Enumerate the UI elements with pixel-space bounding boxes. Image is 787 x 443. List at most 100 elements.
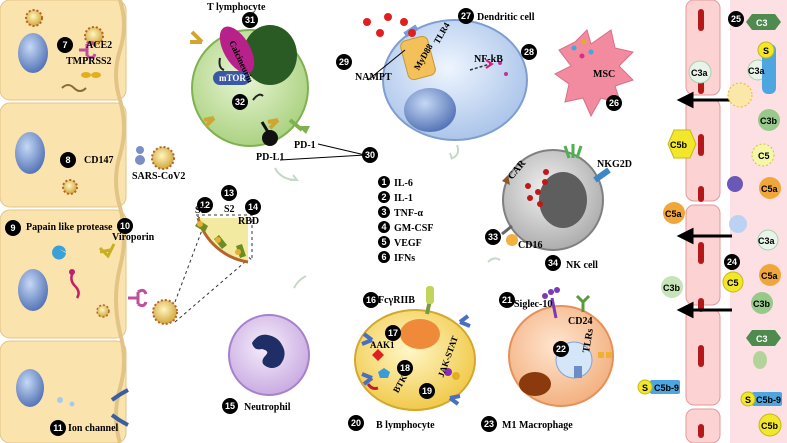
step-badge-23: 23 (481, 416, 497, 432)
c5b-label: C5b (670, 140, 688, 150)
step-badge-8: 8 (60, 152, 76, 168)
cd147-label: CD147 (84, 155, 113, 166)
cytokine-label: IL-1 (394, 193, 413, 204)
step-badge-21: 21 (499, 292, 515, 308)
c5-label: C5 (727, 278, 739, 288)
t-lymphocyte (190, 25, 310, 147)
cytokine-number: 1 (381, 177, 386, 187)
epithelial-cells (0, 0, 127, 443)
step-number: 10 (120, 221, 130, 231)
c5b9-label: C5b-9 (756, 395, 781, 405)
step-badge-27: 27 (458, 8, 474, 24)
siglec-label: Siglec-10 (514, 299, 552, 310)
tmprss2-protease (81, 72, 101, 78)
step-badge-12: 12 (197, 197, 213, 213)
step-number: 12 (200, 200, 210, 210)
cytokine-number: 2 (381, 192, 386, 202)
spike-s2-label: S2 (224, 204, 235, 215)
pdl1-label: PD-L1 (256, 152, 284, 163)
fcgr-label: FcγRIIB (378, 295, 415, 306)
c5a-label: C5a (761, 271, 779, 281)
c3-label: C3 (756, 18, 768, 28)
t-cell-nucleus (243, 25, 297, 85)
cytokine-label: VEGF (394, 238, 422, 249)
epithelial-nucleus (18, 269, 48, 311)
step-badge-34: 34 (545, 255, 561, 271)
s-label: S (763, 46, 769, 56)
step-number: 27 (461, 11, 471, 21)
cytokine-label: IL-6 (394, 178, 413, 189)
step-number: 14 (248, 202, 258, 212)
step-badge-11: 11 (50, 420, 66, 436)
step-badge-14: 14 (245, 199, 261, 215)
neutrophil (228, 314, 310, 396)
nampt-label: NAMPT (355, 72, 392, 83)
viroporin-label: Viroporin (112, 232, 155, 243)
step-badge-26: 26 (606, 95, 622, 111)
step-number: 18 (400, 363, 410, 373)
s-label: S (642, 383, 648, 393)
cytokine-item: 1 IL-6 (378, 176, 413, 189)
cytokine-item: 5 VEGF (378, 236, 422, 249)
c5b-label: C5b (761, 421, 779, 431)
c3b-label: C3b (663, 283, 681, 293)
papain-protease-label: Papain like protease (26, 222, 113, 233)
pd1-label: PD-1 (294, 140, 316, 151)
migration-arrows (676, 91, 732, 319)
aak1-label: AAK1 (370, 340, 395, 350)
cytokine-number: 4 (381, 222, 386, 232)
step-number: 26 (609, 98, 619, 108)
sars-cov2-label: SARS-CoV2 (132, 171, 185, 182)
step-badge-25: 25 (728, 11, 744, 27)
cytokine-number: 5 (381, 237, 386, 247)
step-number: 25 (731, 14, 741, 24)
step-number: 33 (488, 232, 498, 242)
step-badge-18: 18 (397, 360, 413, 376)
msc-label: MSC (593, 69, 615, 80)
ion-channel-label: Ion channel (68, 423, 119, 434)
cytokine-item: 2 IL-1 (378, 191, 413, 204)
c5b9-label: C5b-9 (654, 383, 679, 393)
cytokine-label: IFNs (394, 253, 415, 264)
c5a-label: C5a (761, 184, 779, 194)
nk-cell (501, 144, 611, 251)
step-number: 24 (727, 257, 737, 267)
step-number: 28 (524, 47, 534, 57)
mtor-label: mTOR (219, 73, 246, 83)
step-number: 17 (388, 328, 398, 338)
cd24-label: CD24 (568, 316, 592, 327)
nampt-molecules (363, 13, 416, 37)
step-number: 20 (351, 418, 361, 428)
step-number: 7 (62, 40, 67, 50)
c5-label: C5 (758, 151, 770, 161)
step-number: 34 (548, 258, 558, 268)
ion-channel-shape (110, 388, 129, 427)
step-number: 32 (235, 97, 245, 107)
step-number: 9 (10, 223, 15, 233)
step-number: 8 (65, 155, 70, 165)
c3-label: C3 (756, 334, 768, 344)
step-number: 23 (484, 419, 494, 429)
b-lymphocyte-title: B lymphocyte (376, 420, 435, 431)
step-number: 31 (245, 15, 255, 25)
step-badge-33: 33 (485, 229, 501, 245)
step-number: 13 (224, 188, 234, 198)
step-badge-19: 19 (419, 383, 435, 399)
dendritic-cell-title: Dendritic cell (477, 12, 535, 23)
cytokine-number: 6 (381, 252, 386, 262)
step-badge-29: 29 (336, 54, 352, 70)
c3a-label: C3a (691, 68, 709, 78)
step-badge-22: 22 (553, 341, 569, 357)
step-badge-24: 24 (724, 254, 740, 270)
step-badge-20: 20 (348, 415, 364, 431)
c5a-label: C5a (665, 209, 683, 219)
step-number: 22 (556, 344, 566, 354)
step-badge-9: 9 (5, 220, 21, 236)
step-badge-13: 13 (221, 185, 237, 201)
ace2-receptor (79, 40, 97, 60)
